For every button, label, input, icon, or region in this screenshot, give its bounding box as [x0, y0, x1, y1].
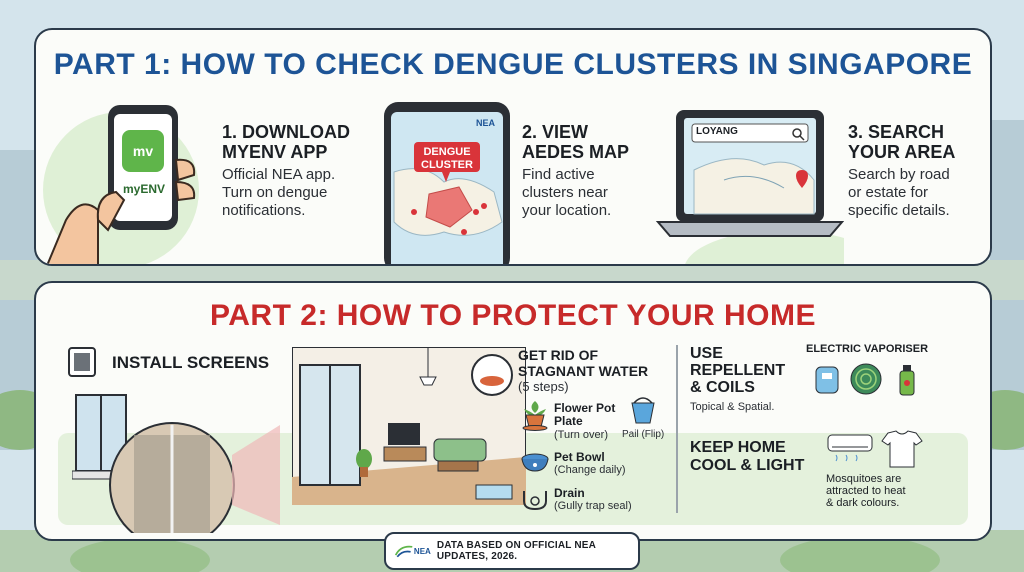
- repellent-title-line1: USE: [690, 345, 723, 362]
- footer-text: DATA BASED ON OFFICIAL NEA UPDATES, 2026…: [436, 540, 596, 562]
- step3-desc-line1: Search by road: [848, 166, 950, 183]
- step3-desc-line2: or estate for: [848, 184, 929, 201]
- step1-desc-line2: Turn on dengue: [222, 184, 328, 201]
- step1-desc-line1: Official NEA app.: [222, 166, 336, 183]
- pail-name: Pail: [622, 429, 639, 440]
- pet-bowl-icon: [521, 453, 549, 472]
- step2-title-line1: 2. VIEW: [522, 122, 589, 142]
- flower-pot-icon: [522, 401, 548, 431]
- divider: [676, 345, 678, 513]
- repellent-title-line2: REPELLENT: [690, 362, 786, 379]
- footer-badge: NEA DATA BASED ON OFFICIAL NEA UPDATES, …: [384, 532, 640, 570]
- nea-logo-icon: [394, 545, 413, 558]
- mosquito-coil-icon: [850, 363, 882, 395]
- cool-desc-line3: & dark colours.: [826, 497, 900, 509]
- drain-action: (Gully trap seal): [554, 500, 632, 512]
- drain-name: Drain: [554, 486, 585, 500]
- map-nea-logo: NEA: [476, 118, 496, 128]
- aircon-shirt-illustration: [827, 430, 923, 468]
- flower-pot-action: (Turn over): [554, 429, 608, 441]
- search-input[interactable]: LOYANG: [696, 126, 738, 137]
- stagnant-title-line2: STAGNANT WATER: [518, 363, 649, 379]
- step3-title-line2: YOUR AREA: [848, 142, 956, 162]
- stagnant-title-line1: GET RID OF: [518, 347, 599, 363]
- white-shirt-icon: [881, 430, 923, 468]
- step1-desc-line3: notifications.: [222, 202, 306, 219]
- cool-desc-line2: attracted to heat: [826, 485, 906, 497]
- window-mesh-illustration: [72, 394, 280, 533]
- flower-pot-name-line2: Plate: [554, 414, 583, 428]
- repellent-title-line3: & COILS: [690, 379, 755, 396]
- part2-panel: PART 2: HOW TO PROTECT YOUR HOME INSTALL…: [34, 281, 992, 541]
- part2-title: PART 2: HOW TO PROTECT YOUR HOME: [209, 299, 817, 332]
- part1-title: PART 1: HOW TO CHECK DENGUE CLUSTERS IN …: [53, 48, 973, 81]
- flower-pot-name-line1: Flower Pot: [554, 401, 616, 415]
- laptop-search-illustration: [655, 110, 844, 264]
- dengue-cluster-badge-line2: CLUSTER: [421, 159, 473, 171]
- footer-logo-text: NEA: [413, 546, 431, 556]
- step1-title-line2: MYENV APP: [222, 142, 328, 162]
- step2-desc-line1: Find active: [522, 166, 595, 183]
- step3-desc-line3: specific details.: [848, 202, 950, 219]
- cool-desc-line1: Mosquitoes are: [826, 473, 902, 485]
- pail-action: (Flip): [641, 429, 665, 440]
- living-room-illustration: [292, 347, 526, 505]
- window-screen-icon: [68, 347, 96, 377]
- pet-bowl-name: Pet Bowl: [554, 450, 605, 464]
- pet-bowl-action: (Change daily): [554, 464, 626, 476]
- dengue-cluster-badge-line1: DENGUE: [423, 146, 471, 158]
- pail-icon: [631, 397, 655, 424]
- step2-title-line2: AEDES MAP: [522, 142, 630, 162]
- repellent-desc: Topical & Spatial.: [690, 401, 775, 413]
- aedes-map-phone: [384, 102, 510, 264]
- install-screens-label: INSTALL SCREENS: [112, 353, 270, 372]
- step3-title-line1: 3. SEARCH: [848, 122, 945, 142]
- step1-title-line1: 1. DOWNLOAD: [222, 122, 350, 142]
- cool-title-line1: KEEP HOME: [690, 439, 786, 456]
- myenv-icon: mv: [132, 143, 154, 159]
- air-conditioner-icon: [827, 434, 873, 462]
- pail-label: Pail (Flip): [622, 429, 664, 440]
- myenv-app-name: myENV: [122, 182, 166, 196]
- repellent-items-illustration: [815, 363, 915, 396]
- vaporiser-label: ELECTRIC VAPORISER: [806, 343, 929, 355]
- part1-panel: PART 1: HOW TO CHECK DENGUE CLUSTERS IN …: [34, 28, 992, 266]
- phone-hand-illustration: [43, 105, 199, 264]
- stagnant-steps-note: (5 steps): [518, 379, 569, 394]
- drain-icon: [523, 491, 547, 511]
- cool-title-line2: COOL & LIGHT: [690, 457, 805, 474]
- step2-desc-line3: your location.: [522, 202, 612, 219]
- step2-desc-line2: clusters near: [522, 184, 608, 201]
